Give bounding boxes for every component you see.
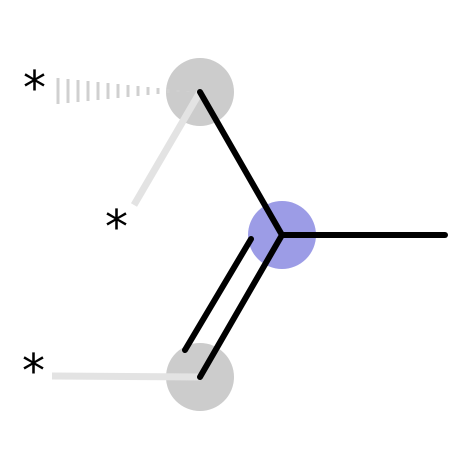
center-bottom-bond-second [182,236,254,353]
top-center-bond [197,89,285,238]
bottom-attachment-star: * [22,344,45,398]
center-bottom-bond-main [197,232,285,380]
hashed-wedge-bond [56,78,190,104]
middle-attachment-star: * [105,200,128,254]
top-attachment-star: * [23,61,46,115]
top-star-faded-bond [130,90,204,207]
bottom-star-faded-bond [51,372,201,381]
